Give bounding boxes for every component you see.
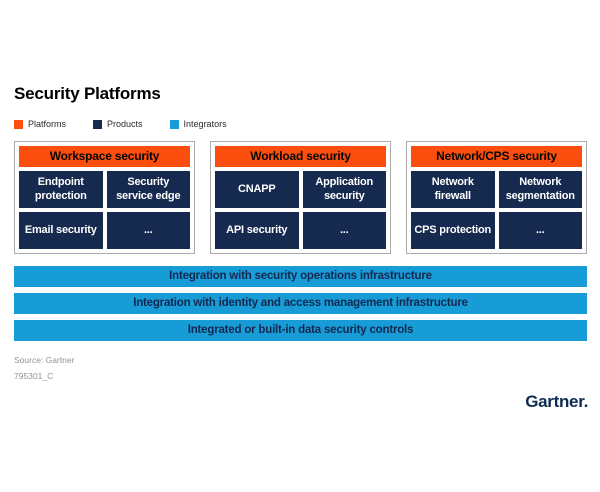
product-cell: Application security bbox=[302, 171, 386, 208]
platform-header: Workspace security bbox=[19, 146, 190, 167]
product-cell: API security bbox=[215, 212, 299, 249]
product-grid: CNAPP Application security API security … bbox=[215, 171, 386, 249]
figure-content: Security Platforms Platforms Products In… bbox=[14, 84, 587, 384]
product-cell-ellipsis: ... bbox=[106, 212, 190, 249]
product-cell: CPS protection bbox=[411, 212, 495, 249]
legend-item-platforms: Platforms bbox=[14, 119, 66, 129]
legend-label: Platforms bbox=[28, 119, 67, 129]
platform-header: Network/CPS security bbox=[411, 146, 582, 167]
product-cell: Endpoint protection bbox=[19, 171, 103, 208]
legend-item-integrators: Integrators bbox=[169, 119, 227, 129]
integrators-swatch-icon bbox=[169, 119, 179, 129]
legend-label: Integrators bbox=[183, 119, 227, 129]
product-grid: Endpoint protection Security service edg… bbox=[19, 171, 190, 249]
figure-id: 795301_C bbox=[14, 370, 54, 381]
product-cell-ellipsis: ... bbox=[498, 212, 582, 249]
legend-label: Products bbox=[107, 119, 143, 129]
integrator-bars: Integration with security operations inf… bbox=[14, 266, 587, 341]
platforms-swatch-icon bbox=[14, 119, 23, 129]
legend: Platforms Products Integrators bbox=[14, 119, 587, 129]
integrator-bar-security-operations: Integration with security operations inf… bbox=[14, 266, 587, 287]
platform-box-workspace-security: Workspace security Endpoint protection S… bbox=[14, 141, 195, 254]
product-cell: Network segmentation bbox=[498, 171, 582, 208]
platform-box-network-cps-security: Network/CPS security Network firewall Ne… bbox=[406, 141, 587, 254]
product-grid: Network firewall Network segmentation CP… bbox=[411, 171, 582, 249]
products-swatch-icon bbox=[93, 119, 103, 129]
platform-box-workload-security: Workload security CNAPP Application secu… bbox=[210, 141, 391, 254]
legend-item-products: Products bbox=[93, 119, 143, 129]
product-cell: Email security bbox=[19, 212, 103, 249]
source-block: Source: Gartner 795301_C bbox=[14, 353, 587, 384]
page-title: Security Platforms bbox=[14, 84, 161, 103]
product-cell: Security service edge bbox=[106, 171, 190, 208]
integrator-bar-data-security: Integrated or built-in data security con… bbox=[14, 320, 587, 341]
product-cell: Network firewall bbox=[411, 171, 495, 208]
gartner-logo: Gartner. bbox=[525, 392, 588, 411]
integrator-bar-identity-access: Integration with identity and access man… bbox=[14, 293, 587, 314]
platform-boxes-row: Workspace security Endpoint protection S… bbox=[14, 141, 587, 254]
product-cell-ellipsis: ... bbox=[302, 212, 386, 249]
product-cell: CNAPP bbox=[215, 171, 299, 208]
platform-header: Workload security bbox=[215, 146, 386, 167]
source-attribution: Source: Gartner bbox=[14, 355, 75, 365]
